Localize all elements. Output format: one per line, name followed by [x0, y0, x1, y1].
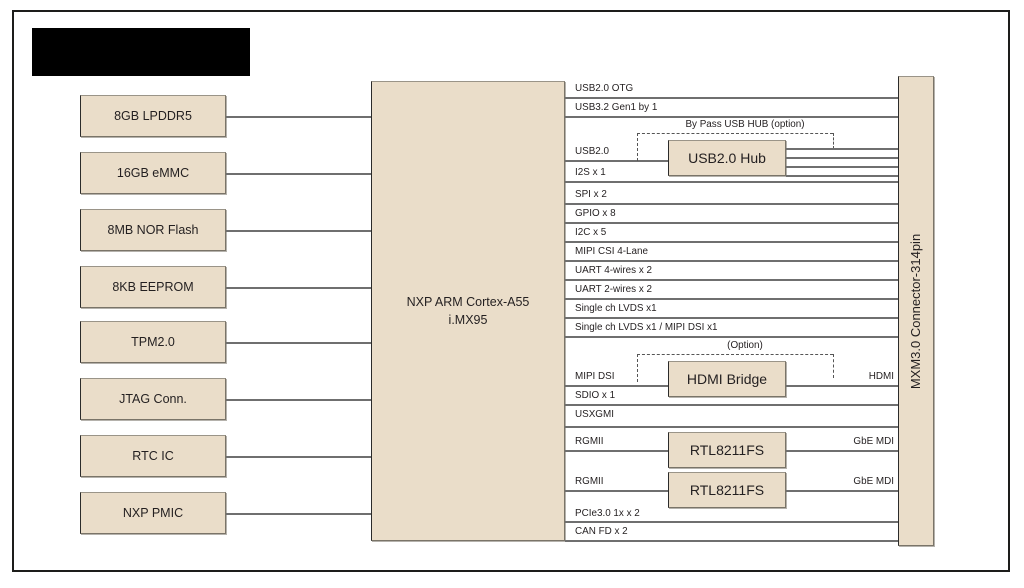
peripheral-label: NXP PMIC	[122, 506, 184, 520]
line-hub-port2	[786, 157, 898, 159]
link-eeprom-soc	[226, 287, 372, 289]
soc-label-line2: i.MX95	[448, 313, 488, 327]
line-rgmii2-to-phy	[565, 490, 669, 492]
soc-block[interactable]: NXP ARM Cortex-A55 i.MX95	[371, 81, 565, 541]
interface-label-lvds-mipi-dsi: Single ch LVDS x1 / MIPI DSI x1	[575, 322, 718, 333]
line-usb20-to-hub	[565, 160, 669, 162]
link-emmc-soc	[226, 173, 372, 175]
peripheral-block-eeprom[interactable]: 8KB EEPROM	[80, 266, 226, 308]
interface-label-gpio: GPIO x 8	[575, 208, 616, 219]
peripheral-label: RTC IC	[132, 449, 174, 463]
link-rtc-soc	[226, 456, 372, 458]
line-uart-2wire	[565, 298, 898, 300]
line-mipi-csi	[565, 260, 898, 262]
interface-label-can-fd: CAN FD x 2	[575, 526, 628, 537]
line-hub-port3	[786, 166, 898, 168]
line-usb20-otg	[565, 97, 898, 99]
interface-label-i2s: I2S x 1	[575, 167, 606, 178]
dashed-hdmi-right	[833, 354, 834, 378]
interface-label-mipi-dsi: MIPI DSI	[575, 371, 615, 382]
soc-label-line1: NXP ARM Cortex-A55	[406, 294, 530, 309]
output-label-gbe-1: GbE MDI	[853, 436, 894, 447]
caption-usb-bypass: By Pass USB HUB (option)	[685, 119, 805, 130]
peripheral-label: 8KB EEPROM	[112, 280, 194, 294]
line-spi	[565, 203, 898, 205]
interface-label-rgmii-2: RGMII	[575, 476, 604, 487]
line-phy1-to-gbe	[786, 450, 898, 452]
interface-label-usb20: USB2.0	[575, 146, 610, 157]
peripheral-block-tpm[interactable]: TPM2.0	[80, 321, 226, 363]
output-label-hdmi: HDMI	[868, 371, 894, 382]
peripheral-block-rtc[interactable]: RTC IC	[80, 435, 226, 477]
line-usxgmi	[565, 426, 898, 428]
line-mipi-dsi-to-bridge	[565, 385, 669, 387]
interface-label-spi: SPI x 2	[575, 189, 607, 200]
interface-label-lvds: Single ch LVDS x1	[575, 303, 657, 314]
peripheral-block-pmic[interactable]: NXP PMIC	[80, 492, 226, 534]
dashed-usb-bypass-top	[637, 133, 833, 134]
line-lvds	[565, 317, 898, 319]
mxm-connector-label: MXM3.0 Connector-314pin	[908, 233, 924, 389]
peripheral-label: 8MB NOR Flash	[107, 223, 199, 237]
link-lpddr5-soc	[226, 116, 372, 118]
peripheral-block-emmc[interactable]: 16GB eMMC	[80, 152, 226, 194]
dashed-hdmi-top	[637, 354, 833, 355]
interface-label-uart-2wire: UART 2-wires x 2	[575, 284, 653, 295]
dashed-hdmi-left	[637, 354, 638, 382]
link-pmic-soc	[226, 513, 372, 515]
peripheral-label: JTAG Conn.	[119, 392, 187, 406]
interface-label-uart-4wire: UART 4-wires x 2	[575, 265, 653, 276]
usb-hub-block[interactable]: USB2.0 Hub	[668, 140, 786, 176]
line-bridge-to-hdmi	[786, 385, 898, 387]
line-can-fd	[565, 540, 898, 542]
redacted-logo	[32, 28, 250, 76]
peripheral-block-jtag[interactable]: JTAG Conn.	[80, 378, 226, 420]
line-usb32-gen1	[565, 116, 898, 118]
interface-label-rgmii-1: RGMII	[575, 436, 604, 447]
peripheral-label: TPM2.0	[131, 335, 175, 349]
phy-label: RTL8211FS	[689, 482, 765, 498]
line-i2s	[565, 181, 898, 183]
caption-hdmi-option: (Option)	[727, 340, 763, 351]
line-pcie	[565, 521, 898, 523]
ethernet-phy-block-1[interactable]: RTL8211FS	[668, 432, 786, 468]
link-jtag-soc	[226, 399, 372, 401]
peripheral-label: 8GB LPDDR5	[114, 109, 192, 123]
dashed-usb-bypass-right	[833, 133, 834, 149]
interface-label-usb20-otg: USB2.0 OTG	[575, 83, 634, 94]
link-tpm-soc	[226, 342, 372, 344]
hdmi-bridge-label: HDMI Bridge	[686, 371, 768, 387]
line-hub-port1	[786, 148, 898, 150]
interface-label-sdio: SDIO x 1	[575, 390, 616, 401]
line-uart-4wire	[565, 279, 898, 281]
line-hub-port4	[786, 175, 898, 177]
peripheral-label: 16GB eMMC	[116, 166, 190, 180]
line-lvds-mipi-dsi	[565, 336, 898, 338]
mxm-connector-block[interactable]: MXM3.0 Connector-314pin	[898, 76, 934, 546]
line-i2c	[565, 241, 898, 243]
line-rgmii1-to-phy	[565, 450, 669, 452]
line-sdio	[565, 404, 898, 406]
dashed-usb-bypass-left	[637, 133, 638, 161]
line-phy2-to-gbe	[786, 490, 898, 492]
interface-label-mipi-csi: MIPI CSI 4-Lane	[575, 246, 648, 257]
interface-label-pcie: PCIe3.0 1x x 2	[575, 508, 640, 519]
interface-label-usxgmi: USXGMI	[575, 409, 614, 420]
usb-hub-label: USB2.0 Hub	[688, 150, 766, 166]
line-gpio	[565, 222, 898, 224]
peripheral-block-nor-flash[interactable]: 8MB NOR Flash	[80, 209, 226, 251]
phy-label: RTL8211FS	[689, 442, 765, 458]
link-nor-flash-soc	[226, 230, 372, 232]
peripheral-block-lpddr5[interactable]: 8GB LPDDR5	[80, 95, 226, 137]
hdmi-bridge-block[interactable]: HDMI Bridge	[668, 361, 786, 397]
interface-label-i2c: I2C x 5	[575, 227, 607, 238]
interface-label-usb32-gen1: USB3.2 Gen1 by 1	[575, 102, 658, 113]
output-label-gbe-2: GbE MDI	[853, 476, 894, 487]
ethernet-phy-block-2[interactable]: RTL8211FS	[668, 472, 786, 508]
diagram-frame	[12, 10, 1010, 572]
